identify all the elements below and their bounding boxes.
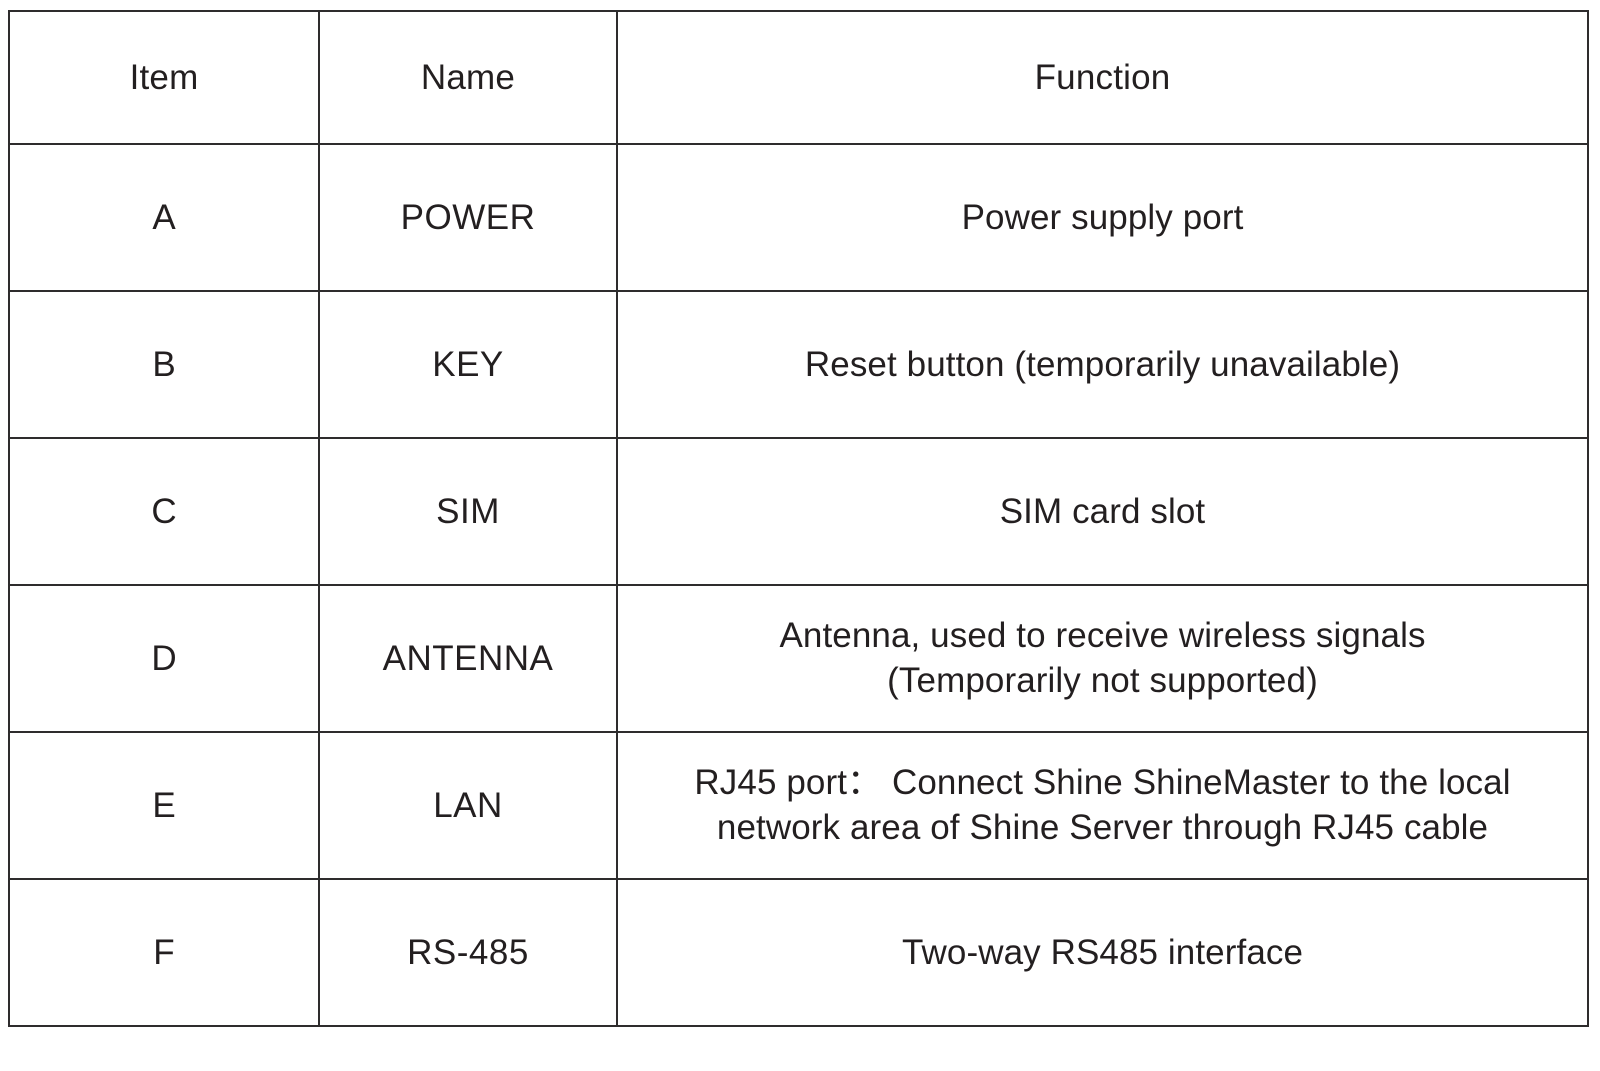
table-row: F RS-485 Two-way RS485 interface xyxy=(8,878,1589,1027)
function-line: SIM card slot xyxy=(999,491,1206,531)
cell-item: D xyxy=(8,584,320,733)
table-header: Item Name Function xyxy=(8,10,1589,145)
cell-item: A xyxy=(8,143,320,292)
device-interface-table: Item Name Function A POWER Power supply … xyxy=(8,10,1589,1027)
cell-name: ANTENNA xyxy=(318,584,618,733)
table-header-row: Item Name Function xyxy=(8,10,1589,145)
function-line: (Temporarily not supported) xyxy=(887,660,1318,700)
cell-item: C xyxy=(8,437,320,586)
cell-function: Power supply port xyxy=(616,143,1589,292)
table-row: D ANTENNA Antenna, used to receive wirel… xyxy=(8,584,1589,733)
cell-item: E xyxy=(8,731,320,880)
function-line: RJ45 port： Connect Shine ShineMaster to … xyxy=(694,762,1511,802)
cell-function: Reset button (temporarily unavailable) xyxy=(616,290,1589,439)
cell-function: Two-way RS485 interface xyxy=(616,878,1589,1027)
cell-function: RJ45 port： Connect Shine ShineMaster to … xyxy=(616,731,1589,880)
cell-name: LAN xyxy=(318,731,618,880)
function-line: network area of Shine Server through RJ4… xyxy=(716,807,1489,847)
function-line: Power supply port xyxy=(961,197,1244,237)
table-row: C SIM SIM card slot xyxy=(8,437,1589,586)
table-row: A POWER Power supply port xyxy=(8,143,1589,292)
cell-function: Antenna, used to receive wireless signal… xyxy=(616,584,1589,733)
table-row: E LAN RJ45 port： Connect Shine ShineMast… xyxy=(8,731,1589,880)
cell-item: B xyxy=(8,290,320,439)
function-line: Two-way RS485 interface xyxy=(901,932,1304,972)
table-row: B KEY Reset button (temporarily unavaila… xyxy=(8,290,1589,439)
cell-name: POWER xyxy=(318,143,618,292)
cell-item: F xyxy=(8,878,320,1027)
cell-name: SIM xyxy=(318,437,618,586)
table-body: A POWER Power supply port B KEY Reset bu… xyxy=(8,143,1589,1027)
column-header-item: Item xyxy=(8,10,320,145)
cell-name: RS-485 xyxy=(318,878,618,1027)
column-header-function: Function xyxy=(616,10,1589,145)
cell-function: SIM card slot xyxy=(616,437,1589,586)
function-line: Reset button (temporarily unavailable) xyxy=(804,344,1401,384)
cell-name: KEY xyxy=(318,290,618,439)
column-header-name: Name xyxy=(318,10,618,145)
function-line: Antenna, used to receive wireless signal… xyxy=(779,615,1426,655)
